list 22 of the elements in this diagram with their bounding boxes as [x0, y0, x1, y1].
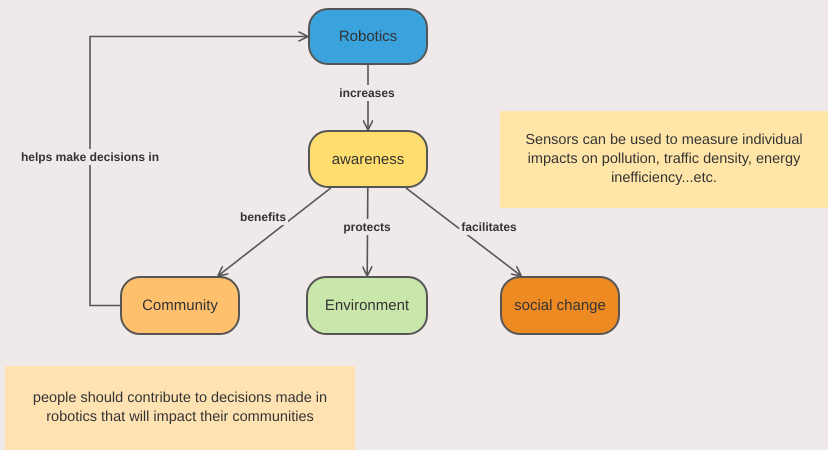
node-text: awareness	[332, 150, 404, 168]
node-text: Community	[142, 297, 218, 314]
concept-box	[308, 8, 428, 65]
node-text: social change	[514, 297, 606, 314]
arrow	[217, 187, 332, 277]
node-text: Sensors can be used to measure individual impacts on pollution, traffic density, energy inefficiency...etc.	[524, 131, 804, 188]
node-text: Environment	[324, 297, 410, 314]
arrow	[406, 187, 522, 277]
edge-label: benefits	[238, 209, 288, 225]
concept-box	[308, 130, 428, 188]
concept-box	[500, 276, 620, 335]
edge-label: facilitates	[459, 219, 519, 235]
edge-label: protects	[341, 219, 393, 235]
edge-label: increases	[337, 85, 397, 101]
edge-label: helps make decisions in	[18, 149, 162, 165]
arrow	[89, 30, 309, 306]
concept-box	[306, 276, 428, 335]
note-box	[5, 366, 355, 450]
node-text: people should contribute to decisions made in robotics that will impact their communities	[32, 389, 328, 427]
concept-box	[120, 276, 240, 335]
note-box	[500, 111, 828, 208]
node-text: Robotics	[338, 28, 398, 45]
